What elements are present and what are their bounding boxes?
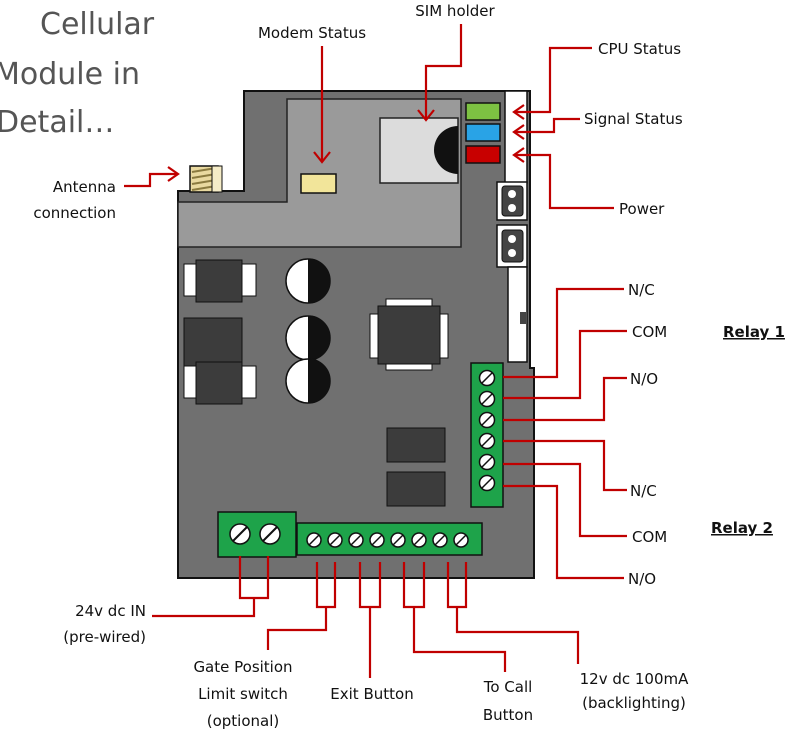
leader-backlight <box>455 607 580 664</box>
label-relay1-com: COM <box>632 323 667 341</box>
regulator-top <box>183 259 257 303</box>
arrowhead-antenna <box>167 166 180 182</box>
leader-call <box>412 607 507 672</box>
label-signal-status: Signal Status <box>584 110 683 128</box>
arrowhead-sim-holder <box>417 109 435 122</box>
leader-relay1-no <box>503 376 627 422</box>
side-connector <box>507 266 528 363</box>
capacitor-3 <box>285 358 331 404</box>
jumper-2 <box>496 224 528 268</box>
labels: Modem Status SIM holder CPU Status Signa… <box>33 2 785 730</box>
label-antenna-line-2: connection <box>33 204 116 222</box>
capacitor-2 <box>285 315 331 361</box>
side-connector-tab <box>520 312 526 324</box>
leader-sim-holder <box>424 24 463 120</box>
label-call-line-1: To Call <box>483 678 533 696</box>
regulator-bottom <box>183 361 257 405</box>
title-line-3: Detail… <box>0 105 114 140</box>
sim-notch <box>434 126 458 174</box>
label-modem-status: Modem Status <box>258 24 366 42</box>
leader-24v <box>152 598 256 618</box>
label-gate-line-3: (optional) <box>207 712 280 730</box>
leader-relay1-nc <box>503 287 624 379</box>
power-led <box>465 145 501 164</box>
leader-gate <box>266 607 328 650</box>
leader-relay2-no <box>503 484 624 580</box>
label-relay1-nc: N/C <box>628 281 655 299</box>
label-antenna-line-1: Antenna <box>53 178 116 196</box>
label-24v-line-1: 24v dc IN <box>75 602 146 620</box>
label-gate-line-1: Gate Position <box>193 658 292 676</box>
label-exit-button: Exit Button <box>330 685 413 703</box>
leader-antenna <box>124 172 178 188</box>
modem-status-led <box>300 173 337 194</box>
label-sim-holder: SIM holder <box>415 2 495 20</box>
label-backlight-line-2: (backlighting) <box>582 694 686 712</box>
diagram-title: Cellular Module in Detail… <box>0 7 155 140</box>
input-terminal-block <box>296 522 483 556</box>
title-line-2: Module in <box>0 57 140 92</box>
label-power: Power <box>619 200 665 218</box>
capacitor-1 <box>285 258 331 304</box>
circuit-board <box>177 90 535 579</box>
signal-status-led <box>465 123 501 142</box>
leader-relay2-nc <box>503 439 627 492</box>
title-line-1: Cellular <box>40 7 155 42</box>
label-relay1-title: Relay 1 <box>723 323 785 341</box>
label-relay2-com: COM <box>632 528 667 546</box>
antenna-connector <box>189 165 223 193</box>
label-relay2-nc: N/C <box>630 482 657 500</box>
leader-relay2-com <box>503 462 627 538</box>
leader-lines <box>124 24 627 678</box>
label-24v-line-2: (pre-wired) <box>63 628 146 646</box>
label-relay2-no: N/O <box>628 570 656 588</box>
relay-1-component <box>386 427 446 463</box>
cpu-status-led <box>465 102 501 121</box>
arrowhead-modem-status <box>313 151 331 164</box>
power-terminal-block <box>217 511 297 558</box>
relay-terminal-block <box>470 362 504 508</box>
label-gate-line-2: Limit switch <box>198 685 288 703</box>
arrowhead-power <box>512 147 525 163</box>
jumper-1 <box>496 181 528 221</box>
arrowhead-cpu-status <box>512 104 525 120</box>
cpu-chip <box>369 298 449 371</box>
arrowhead-signal-status <box>512 124 525 140</box>
label-relay1-no: N/O <box>630 370 658 388</box>
leader-signal-status <box>514 117 580 134</box>
label-relay2-title: Relay 2 <box>711 519 773 537</box>
label-backlight-line-1: 12v dc 100mA <box>580 670 690 688</box>
leader-cpu-status <box>514 46 592 114</box>
label-cpu-status: CPU Status <box>598 40 681 58</box>
relay-2-component <box>386 471 446 507</box>
label-call-line-2: Button <box>483 706 533 724</box>
leader-power <box>514 153 614 210</box>
leader-relay1-com <box>503 329 627 400</box>
